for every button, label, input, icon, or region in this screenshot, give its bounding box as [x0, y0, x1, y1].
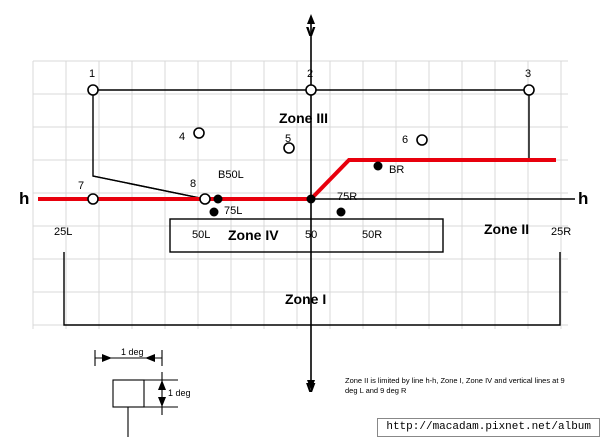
scale-label-horizontal: 1 deg: [121, 347, 144, 357]
point-label-6: 6: [402, 134, 409, 146]
l50-dot: [306, 194, 316, 204]
grid-background: [32, 60, 568, 329]
zone4-outline: [169, 218, 444, 253]
zone-label-2: Zone II: [484, 221, 530, 237]
axis-label-v-bottom: v: [306, 377, 316, 396]
l75r-dot: [336, 207, 346, 217]
br-dot: [373, 161, 383, 171]
point-3-marker: [523, 84, 535, 96]
point-4-marker: [193, 127, 205, 139]
marker-label-b50l: B50L: [218, 169, 244, 181]
zone-label-4: Zone IV: [228, 227, 279, 243]
marker-label-br: BR: [389, 164, 405, 176]
scale-reference: [94, 350, 178, 437]
zone-label-1: Zone I: [285, 291, 327, 307]
point-8-marker: [199, 193, 211, 205]
marker-label-25l: 25L: [54, 226, 73, 238]
point-label-7: 7: [78, 180, 85, 192]
point-label-3: 3: [525, 68, 532, 80]
marker-label-50: 50: [305, 229, 318, 241]
marker-label-50r: 50R: [362, 229, 383, 241]
l75l-dot: [209, 207, 219, 217]
point-2-marker: [305, 84, 317, 96]
watermark-url: http://macadam.pixnet.net/album: [377, 418, 600, 437]
point-6-marker: [416, 134, 428, 146]
scale-label-vertical: 1 deg: [168, 388, 191, 398]
point-7-marker: [87, 193, 99, 205]
point-label-5: 5: [285, 133, 292, 145]
point-label-1: 1: [89, 68, 96, 80]
filled-dots: [209, 161, 383, 217]
marker-label-75r: 75R: [337, 191, 358, 203]
axis-label-v-top: v: [306, 21, 316, 40]
marker-label-50l: 50L: [192, 229, 211, 241]
zone1-outline: [63, 252, 561, 326]
point-label-4: 4: [179, 131, 186, 143]
point-5-marker: [283, 142, 295, 154]
axis-label-h-right: h: [578, 189, 589, 208]
point-1-marker: [87, 84, 99, 96]
marker-label-75l: 75L: [224, 205, 243, 217]
figure-note: Zone II is limited by line h-h, Zone I, …: [345, 376, 565, 396]
highlight-line: [38, 158, 556, 201]
axis-label-h-left: h: [19, 189, 30, 208]
zone-label-3: Zone III: [279, 110, 328, 126]
marker-label-25r: 25R: [551, 226, 572, 238]
point-label-8: 8: [190, 178, 197, 190]
point-markers: [87, 84, 535, 205]
b50l-dot: [213, 194, 223, 204]
point-label-2: 2: [307, 68, 314, 80]
